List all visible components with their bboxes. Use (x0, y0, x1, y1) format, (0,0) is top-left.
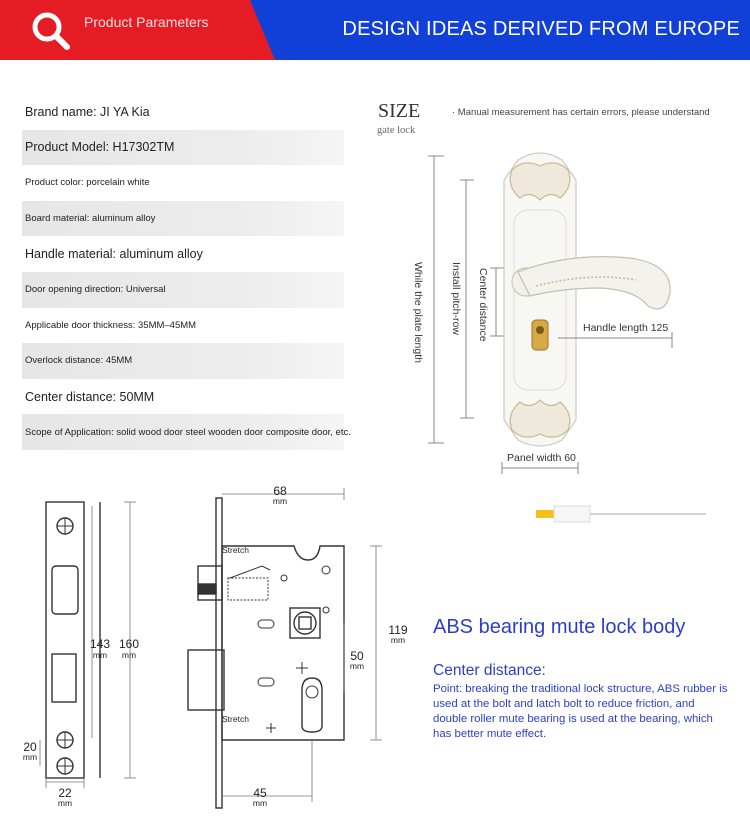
door-plate (503, 152, 577, 447)
stretch-label-top: Stretch (222, 545, 249, 555)
spec-row: Door opening direction: Universal (22, 271, 344, 308)
panel-width-label: Panel width 60 (507, 452, 576, 464)
spec-row: Product Model: H17302TM (22, 129, 344, 166)
case-height-119: 119 (388, 623, 408, 637)
spec-row: Brand name: JI YA Kia (25, 104, 150, 119)
size-subtitle: gate lock (377, 125, 416, 136)
unit-label: mm (22, 752, 38, 762)
faceplate-outline (45, 501, 85, 779)
latch-bolt (197, 565, 223, 601)
center-distance-title: Center distance: (433, 662, 546, 679)
door-handle-diagram (428, 152, 673, 474)
spec-row: Handle material: aluminum alloy (25, 247, 203, 262)
unit-label: mm (390, 635, 406, 645)
size-title: SIZE (378, 100, 421, 122)
spec-row: Board material: aluminum alloy (22, 200, 344, 237)
unit-label: mm (272, 496, 288, 506)
faceplate-width-22: 22 (58, 786, 72, 800)
header-banner: Product Parameters DESIGN IDEAS DERIVED … (0, 0, 750, 60)
spec-row: Product color: porcelain white (25, 177, 150, 189)
panel-width-dim-line (501, 462, 579, 474)
unit-label: mm (121, 650, 137, 660)
spec-row: Overlock distance: 45MM (22, 343, 344, 379)
magnifier-icon (32, 12, 70, 50)
unit-label: mm (252, 798, 268, 808)
spec-row: Applicable door thickness: 35MM–45MM (25, 319, 197, 331)
stretch-label-bottom: Stretch (222, 714, 249, 724)
unit-label: mm (92, 650, 108, 660)
key-cylinder (531, 319, 549, 351)
cylinder-strip-graphic (536, 505, 706, 523)
banner-section-title: Product Parameters (84, 14, 209, 30)
measurement-note: · Manual measurement has certain errors,… (452, 107, 710, 118)
spindle-hub (289, 607, 321, 639)
abs-lock-body-title: ABS bearing mute lock body (433, 616, 686, 638)
center-distance-description: Point: breaking the traditional lock str… (433, 683, 728, 740)
lock-case-outline (221, 545, 345, 741)
handle-length-label: Handle length 125 (583, 322, 669, 334)
cylinder-hole (301, 677, 323, 733)
faceplate-height-160: 160 (118, 637, 140, 651)
unit-label: mm (349, 661, 365, 671)
faceplate-height-143: 143 (89, 637, 111, 651)
case-width-68: 68 (273, 484, 287, 498)
lock-body-technical-drawing (39, 488, 382, 809)
spec-row: Scope of Application: solid wood door st… (22, 414, 351, 450)
handle-lever (511, 256, 671, 310)
spec-row: Center distance: 50MM (25, 389, 155, 404)
plate-length-dim-line (428, 155, 444, 444)
banner-slogan: DESIGN IDEAS DERIVED FROM EUROPE (342, 18, 740, 40)
unit-label: mm (57, 798, 73, 808)
install-pitch-label: Install pitch-row (450, 262, 462, 335)
banner-red-section (0, 0, 275, 60)
install-pitch-dim-line (460, 179, 474, 419)
plate-length-label: While the plate length (412, 262, 424, 363)
backset-45: 45 (253, 786, 267, 800)
faceplate-top-20: 20 (23, 740, 37, 754)
dead-bolt (187, 649, 225, 711)
center-distance-label: Center distance (477, 268, 489, 342)
center-50: 50 (350, 649, 364, 663)
center-distance-dim-line (490, 267, 504, 337)
handle-length-dim-line (558, 332, 673, 348)
